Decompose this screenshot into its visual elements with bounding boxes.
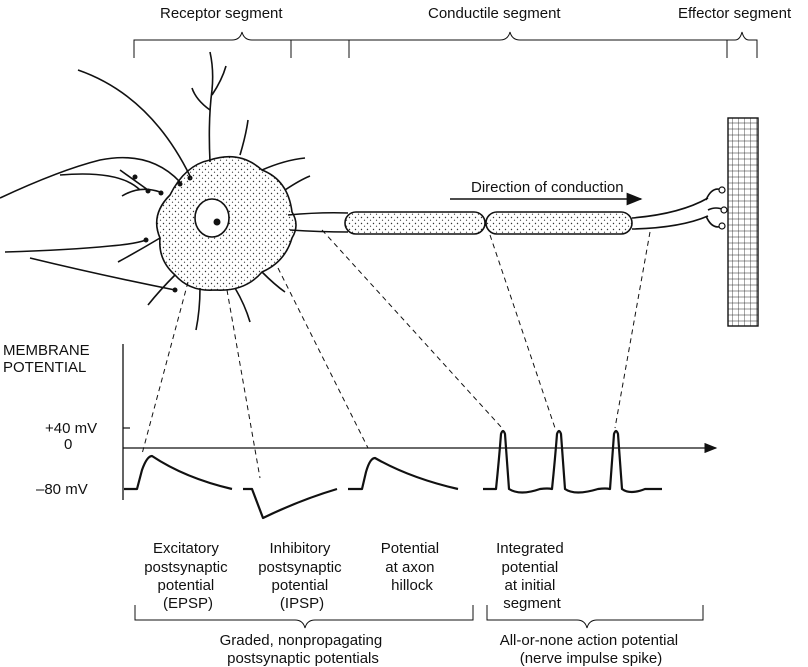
epsp-label: Excitatory postsynaptic potential (EPSP): [144, 540, 232, 612]
initial-segment-label: Integrated potential at initial segment: [496, 540, 568, 612]
all-or-none-brace: [486, 605, 704, 629]
graded-potentials-label: Graded, nonpropagating postsynaptic pote…: [220, 632, 387, 667]
axon: [287, 197, 709, 233]
all-or-none-label: All-or-none action potential (nerve impu…: [500, 632, 683, 667]
ipsp-label: Inhibitory postsynaptic potential (IPSP): [258, 540, 346, 612]
action-potential-trace: [483, 429, 662, 494]
receptor-bracket: [133, 31, 350, 58]
conductile-segment-label: Conductile segment: [428, 5, 561, 22]
epsp-trace: [124, 454, 233, 491]
receptor-segment-label: Receptor segment: [160, 5, 283, 22]
effector-bracket: [726, 31, 758, 58]
projection-lines: [141, 229, 651, 479]
tick-label-minus80: –80 mV: [36, 481, 88, 498]
axon-terminal: [705, 186, 728, 230]
effector-segment-label: Effector segment: [678, 5, 792, 22]
axon-hillock-label: Potential at axon hillock: [381, 540, 444, 594]
nucleus: [194, 198, 230, 238]
axis-title-line1: MEMBRANE: [3, 342, 90, 359]
conductile-bracket: [290, 31, 728, 58]
graded-brace: [134, 605, 474, 629]
muscle-fiber: [727, 117, 759, 327]
myelin-sheath: [344, 211, 633, 235]
ipsp-trace: [243, 487, 338, 520]
hillock-potential-trace: [348, 456, 459, 491]
axis-title-line2: POTENTIAL: [3, 359, 86, 376]
direction-of-conduction-label: Direction of conduction: [471, 179, 624, 196]
presynaptic-axons: [0, 69, 193, 293]
tick-label-plus40: +40 mV: [45, 420, 97, 437]
dendrites: [117, 51, 311, 331]
tick-label-zero: 0: [64, 436, 72, 453]
